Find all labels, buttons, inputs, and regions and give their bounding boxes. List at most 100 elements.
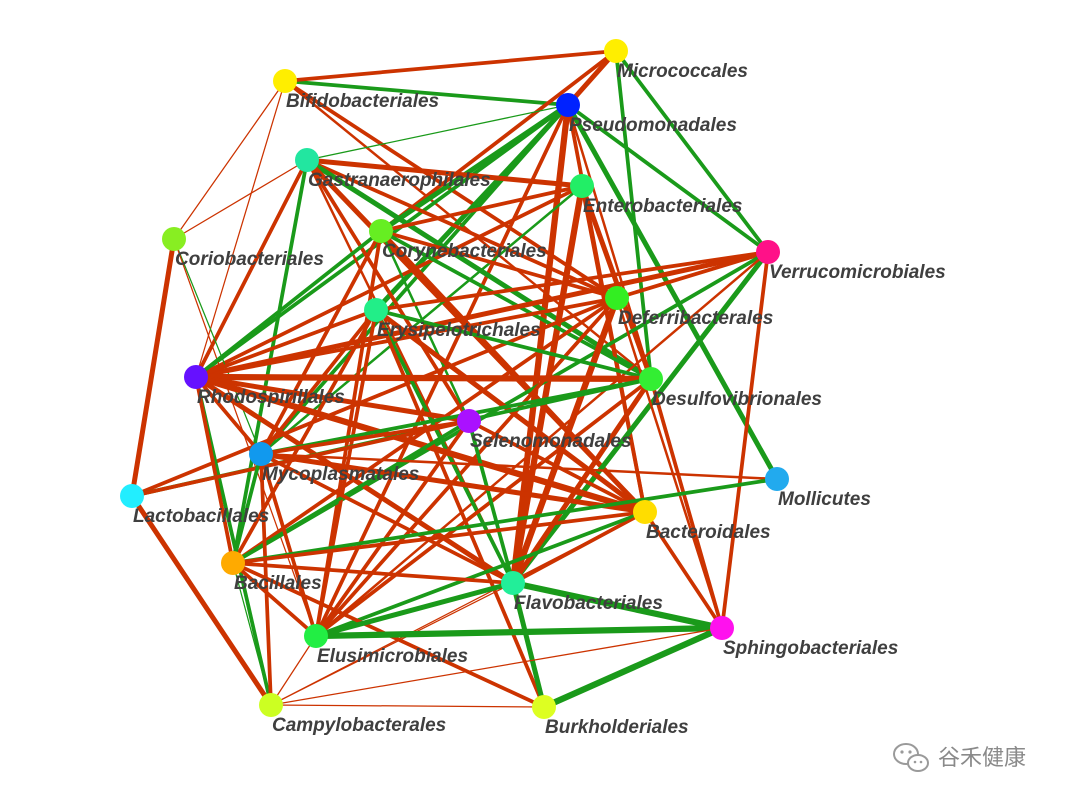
- node-elusimicrobiales[interactable]: [304, 624, 328, 648]
- node-micrococcales[interactable]: [604, 39, 628, 63]
- node-coriobacteriales[interactable]: [162, 227, 186, 251]
- edge-verrucomicrobiales-flavobacteriales: [510, 249, 771, 586]
- node-gastranaerophilales[interactable]: [295, 148, 319, 172]
- edge-mycoplasmatales-bacteroidales: [258, 451, 648, 515]
- node-label-enterobacteriales: Enterobacteriales: [583, 196, 742, 217]
- edge-verrucomicrobiales-sphingobacteriales: [720, 250, 770, 630]
- edge-elusimicrobiales-campylobacterales: [270, 635, 317, 706]
- node-mycoplasmatales[interactable]: [249, 442, 273, 466]
- edge-desulfovibrionales-sphingobacteriales: [649, 377, 724, 630]
- node-label-elusimicrobiales: Elusimicrobiales: [317, 646, 468, 667]
- edge-bacteroidales-elusimicrobiales: [314, 510, 647, 638]
- node-enterobacteriales[interactable]: [570, 174, 594, 198]
- edge-selenomonadales-flavobacteriales: [467, 419, 515, 585]
- edge-gastranaerophilales-coriobacteriales: [173, 159, 308, 240]
- node-selenomonadales[interactable]: [457, 409, 481, 433]
- node-label-flavobacteriales: Flavobacteriales: [514, 593, 663, 614]
- edge-verrucomicrobiales-elusimicrobiales: [314, 250, 770, 638]
- node-desulfovibrionales[interactable]: [639, 367, 663, 391]
- edge-bifidobacteriales-pseudomonadales: [283, 79, 570, 107]
- edge-erysipelotrichales-flavobacteriales: [374, 308, 515, 585]
- edge-sphingobacteriales-elusimicrobiales: [312, 624, 726, 640]
- node-mollicutes[interactable]: [765, 467, 789, 491]
- node-verrucomicrobiales[interactable]: [756, 240, 780, 264]
- node-label-bifidobacteriales: Bifidobacteriales: [286, 91, 439, 112]
- node-label-selenomonadales: Selenomonadales: [470, 431, 632, 452]
- node-label-sphingobacteriales: Sphingobacteriales: [723, 638, 898, 659]
- edge-gastranaerophilales-rhodospirillales: [194, 158, 309, 379]
- node-label-mollicutes: Mollicutes: [778, 489, 871, 510]
- edge-mollicutes-bacillales: [231, 477, 779, 565]
- edge-flavobacteriales-sphingobacteriales: [509, 579, 726, 632]
- node-bacillales[interactable]: [221, 551, 245, 575]
- node-corynebacteriales[interactable]: [369, 219, 393, 243]
- edge-desulfovibrionales-mycoplasmatales: [259, 377, 653, 456]
- edge-selenomonadales-mycoplasmatales: [259, 419, 471, 456]
- edge-coriobacteriales-lactobacillales: [129, 236, 177, 499]
- node-label-gastranaerophilales: Gastranaerophilales: [308, 170, 491, 191]
- edge-erysipelotrichales-desulfovibrionales: [374, 308, 653, 381]
- edge-verrucomicrobiales-rhodospirillales: [193, 249, 771, 380]
- edge-rhodospirillales-selenomonadales: [193, 374, 472, 424]
- edge-corynebacteriales-mycoplasmatales: [259, 229, 383, 456]
- node-deferribacterales[interactable]: [605, 286, 629, 310]
- edge-flavobacteriales-burkholderiales: [510, 580, 547, 710]
- edge-burkholderiales-campylobacterales: [270, 704, 545, 708]
- node-label-bacteroidales: Bacteroidales: [646, 522, 771, 543]
- edge-sphingobacteriales-burkholderiales: [540, 624, 726, 711]
- edge-rhodospirillales-mycoplasmatales: [194, 375, 263, 456]
- node-label-verrucomicrobiales: Verrucomicrobiales: [769, 262, 946, 283]
- edge-micrococcales-corynebacteriales: [379, 49, 618, 233]
- node-sphingobacteriales[interactable]: [710, 616, 734, 640]
- edge-enterobacteriales-rhodospirillales: [194, 184, 584, 379]
- edge-flavobacteriales-campylobacterales: [270, 582, 514, 706]
- node-lactobacillales[interactable]: [120, 484, 144, 508]
- edge-bacteroidales-sphingobacteriales: [643, 510, 724, 630]
- edge-bacillales-campylobacterales: [232, 562, 272, 706]
- node-label-pseudomonadales: Pseudomonadales: [569, 115, 737, 136]
- edge-gastranaerophilales-enterobacteriales: [304, 157, 585, 189]
- node-label-desulfovibrionales: Desulfovibrionales: [652, 389, 822, 410]
- edge-verrucomicrobiales-deferribacterales: [615, 250, 770, 300]
- edge-desulfovibrionales-elusimicrobiales: [314, 377, 653, 638]
- node-label-bacillales: Bacillales: [234, 573, 322, 594]
- edge-enterobacteriales-desulfovibrionales: [579, 183, 654, 382]
- watermark: 谷禾健康: [893, 743, 1026, 772]
- node-label-erysipelotrichales: Erysipelotrichales: [377, 320, 541, 341]
- node-label-rhodospirillales: Rhodospirillales: [197, 387, 345, 408]
- node-flavobacteriales[interactable]: [501, 571, 525, 595]
- edge-bacillales-flavobacteriales: [231, 561, 515, 585]
- edge-pseudomonadales-gastranaerophilales: [306, 104, 569, 161]
- edge-bacteroidales-campylobacterales: [270, 511, 646, 706]
- node-bifidobacteriales[interactable]: [273, 69, 297, 93]
- edge-micrococcales-pseudomonadales: [565, 48, 619, 108]
- edge-bacillales-elusimicrobiales: [231, 561, 318, 638]
- edge-gastranaerophilales-desulfovibrionales: [304, 157, 654, 382]
- edge-bifidobacteriales-rhodospirillales: [195, 80, 286, 378]
- edge-rhodospirillales-bacillales: [194, 375, 235, 565]
- node-label-mycoplasmatales: Mycoplasmatales: [262, 464, 419, 485]
- edge-lactobacillales-campylobacterales: [129, 493, 274, 708]
- node-label-deferribacterales: Deferribacterales: [618, 308, 773, 329]
- edge-layer: [129, 48, 780, 711]
- node-burkholderiales[interactable]: [532, 695, 556, 719]
- edge-mycoplasmatales-flavobacteriales: [259, 452, 515, 585]
- node-rhodospirillales[interactable]: [184, 365, 208, 389]
- node-erysipelotrichales[interactable]: [364, 298, 388, 322]
- edge-bifidobacteriales-coriobacteriales: [173, 80, 286, 240]
- edge-gastranaerophilales-selenomonadales: [305, 158, 471, 423]
- edge-mycoplasmatales-bacillales: [231, 452, 263, 565]
- node-label-campylobacterales: Campylobacterales: [272, 715, 446, 736]
- node-label-lactobacillales: Lactobacillales: [133, 506, 269, 527]
- node-pseudomonadales[interactable]: [556, 93, 580, 117]
- edge-mycoplasmatales-mollicutes: [259, 452, 779, 481]
- edge-mycoplasmatales-elusimicrobiales: [259, 452, 318, 638]
- edge-pseudomonadales-mollicutes: [565, 102, 780, 482]
- edge-deferribacterales-elusimicrobiales: [314, 296, 619, 638]
- node-bacteroidales[interactable]: [633, 500, 657, 524]
- edge-coriobacteriales-mycoplasmatales: [173, 238, 262, 455]
- edge-selenomonadales-bacteroidales: [467, 419, 647, 514]
- node-campylobacterales[interactable]: [259, 693, 283, 717]
- edge-erysipelotrichales-rhodospirillales: [194, 308, 378, 379]
